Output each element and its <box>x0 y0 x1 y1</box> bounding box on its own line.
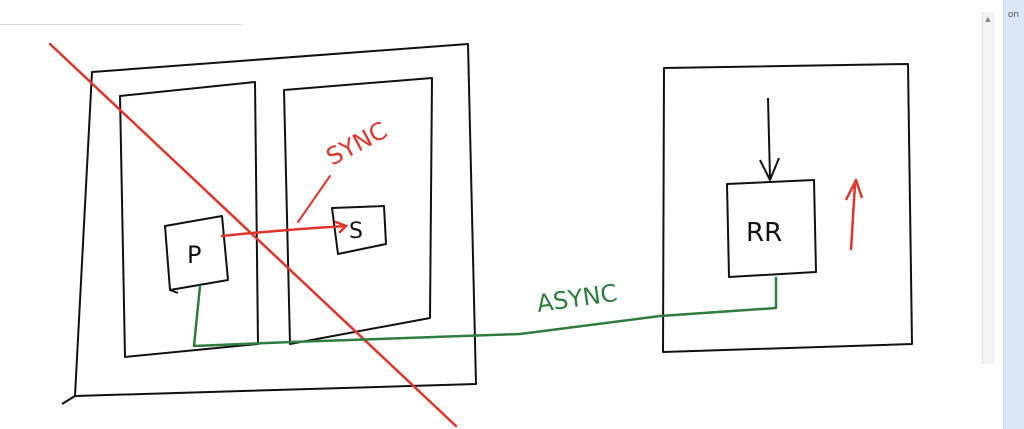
rr-box <box>726 179 817 278</box>
async-connector <box>192 276 778 348</box>
side-panel <box>1003 0 1024 429</box>
s-box-label: S <box>349 219 363 244</box>
arrow-down-icon <box>759 97 780 181</box>
right-inner-panel <box>283 77 433 345</box>
strike-through-line <box>48 42 458 428</box>
sync-leader-line <box>297 175 331 223</box>
right-container-box <box>662 63 913 353</box>
arrow-up-icon <box>844 178 864 251</box>
s-box <box>331 205 387 255</box>
side-panel-label: on <box>1007 10 1020 20</box>
p-box <box>164 215 229 294</box>
scrollbar[interactable] <box>982 12 995 364</box>
sync-connector <box>220 220 349 238</box>
top-divider <box>0 24 242 25</box>
async-label: ASYNC <box>535 279 619 318</box>
chevron-up-icon[interactable]: ▲ <box>985 15 991 23</box>
p-box-label: P <box>187 241 201 269</box>
sync-label: SYNC <box>322 116 392 171</box>
rr-box-label: RR <box>746 218 782 248</box>
outer-container-box <box>61 43 477 405</box>
